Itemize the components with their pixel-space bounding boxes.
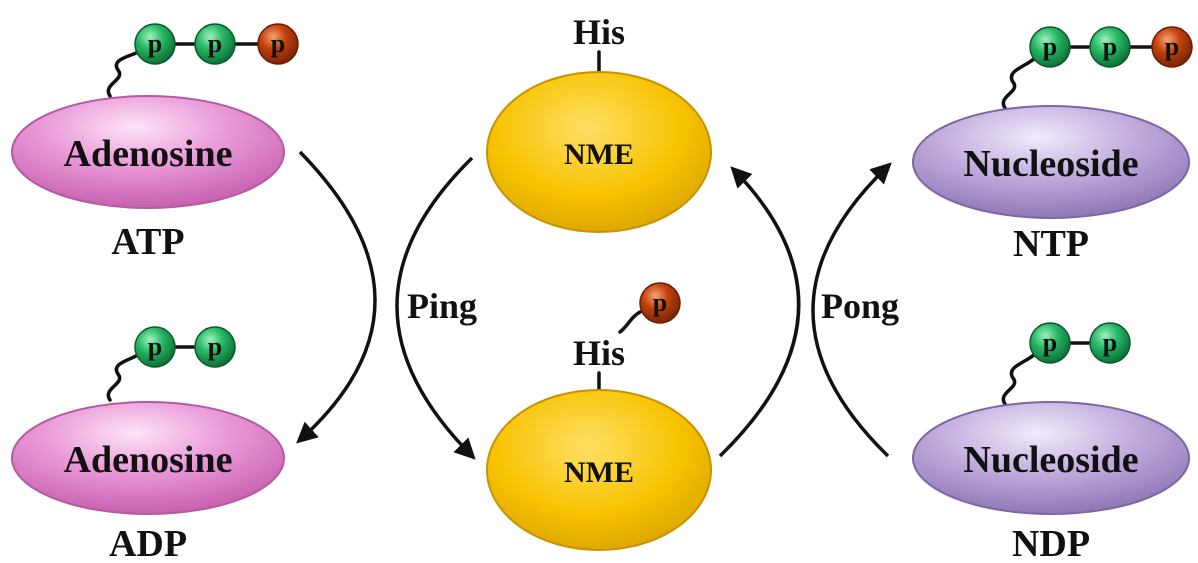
pong-arrow-ndp-to-ntp — [811, 162, 892, 458]
atp-phosphate-1: p — [134, 23, 176, 65]
adp-label: ADP — [109, 523, 187, 563]
ndp-molecule: Nucleoside p p NDP — [912, 322, 1190, 563]
ndp-label: NDP — [1012, 523, 1090, 563]
ntp-phosphate-linker — [1001, 54, 1039, 110]
his-phosphate-linker — [618, 310, 642, 334]
adp-phosphate-2-label: p — [208, 332, 222, 361]
pong-step: Pong — [718, 162, 899, 458]
nucleoside-label-bottom: Nucleoside — [963, 439, 1138, 481]
nme-phospho-histidine: p — [639, 282, 681, 324]
ping-arrow-atp-to-adp — [296, 150, 377, 444]
atp-label: ATP — [111, 221, 184, 263]
nucleoside-label-top: Nucleoside — [963, 143, 1138, 185]
ntp-phosphate-3-transferred: p — [1151, 26, 1193, 68]
adp-phosphate-1-label: p — [148, 332, 162, 361]
nme-enzyme-top: His NME — [486, 12, 712, 233]
atp-phosphate-1-label: p — [148, 29, 162, 58]
adp-phosphate-2: p — [194, 326, 236, 368]
ntp-molecule: Nucleoside p p p NTP — [912, 26, 1193, 265]
adp-phosphate-1: p — [134, 326, 176, 368]
adenosine-label-bottom: Adenosine — [64, 439, 233, 481]
ntp-phosphate-3-label: p — [1165, 32, 1179, 61]
ntp-phosphate-1-label: p — [1043, 32, 1057, 61]
ndp-phosphate-linker — [1001, 350, 1039, 406]
ndp-phosphate-1: p — [1029, 322, 1071, 364]
atp-phosphate-linker — [106, 48, 144, 98]
pong-label: Pong — [821, 286, 899, 326]
atp-phosphate-3-transferable: p — [257, 23, 299, 65]
his-label-top: His — [573, 12, 625, 52]
ping-label: Ping — [407, 286, 477, 326]
ndp-phosphate-1-label: p — [1043, 328, 1057, 357]
nme-body-top — [486, 71, 712, 233]
nme-enzyme-bottom: His p NME — [486, 282, 712, 551]
adp-molecule: Adenosine p p ADP — [11, 326, 285, 563]
his-label-bottom: His — [573, 333, 625, 373]
nucleoside-body-bottom — [912, 401, 1190, 515]
ntp-phosphate-2: p — [1089, 26, 1131, 68]
ntp-phosphate-2-label: p — [1103, 32, 1117, 61]
atp-phosphate-2: p — [194, 23, 236, 65]
ntp-phosphate-1: p — [1029, 26, 1071, 68]
nme-label-bottom: NME — [564, 456, 634, 489]
ping-arrow-nme-phosphorylation — [395, 156, 476, 460]
nme-label-top: NME — [564, 138, 634, 171]
adenosine-body-bottom — [11, 401, 285, 515]
nucleoside-body-top — [912, 105, 1190, 219]
atp-phosphate-2-label: p — [208, 29, 222, 58]
nme-body-bottom — [486, 389, 712, 551]
ntp-label: NTP — [1013, 223, 1089, 265]
adenosine-body-top — [11, 95, 285, 209]
atp-molecule: Adenosine p p p ATP — [11, 23, 299, 263]
nme-phosphate-label: p — [653, 288, 667, 317]
adp-phosphate-linker — [106, 350, 144, 402]
pong-arrow-nme-regeneration — [718, 166, 801, 458]
adenosine-label-top: Adenosine — [64, 133, 233, 175]
ndp-phosphate-2: p — [1089, 322, 1131, 364]
atp-phosphate-3-label: p — [271, 29, 285, 58]
ndp-phosphate-2-label: p — [1103, 328, 1117, 357]
ping-step: Ping — [296, 150, 477, 460]
